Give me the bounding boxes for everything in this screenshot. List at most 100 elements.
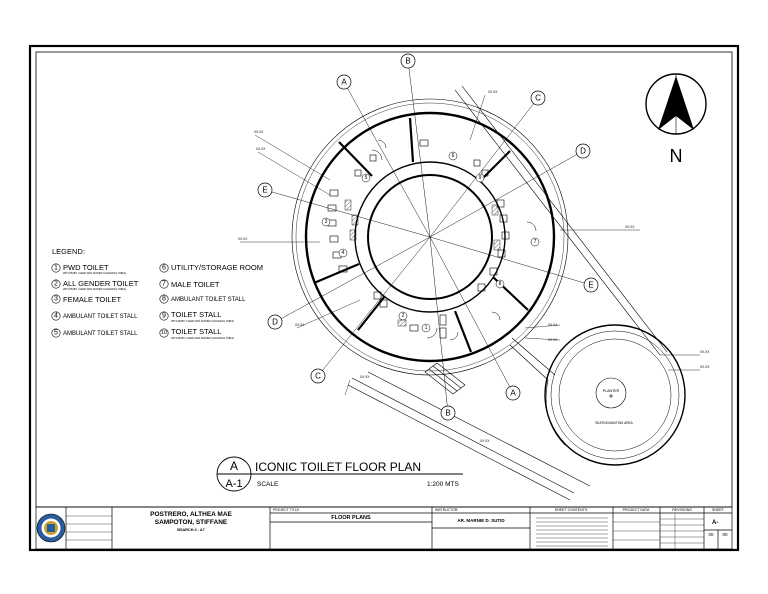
project-title-header: PROJECT TITLE: bbox=[273, 508, 300, 512]
legend-item-10: TOILET STALL bbox=[171, 327, 221, 336]
sheet-header: SHEET bbox=[712, 508, 725, 512]
project-data-header: PROJECT DATA bbox=[623, 508, 650, 512]
svg-text:XX.XX: XX.XX bbox=[700, 350, 710, 354]
legend-item-3: FEMALE TOILET bbox=[63, 295, 121, 304]
sheet-count-a: 00 bbox=[708, 532, 714, 537]
sheet-number: A- bbox=[712, 520, 718, 526]
partition-walls bbox=[313, 117, 529, 353]
instructor-header: INSTRUCTOR: bbox=[435, 508, 458, 512]
svg-text:4: 4 bbox=[54, 313, 58, 320]
svg-text:6: 6 bbox=[162, 265, 166, 272]
hatched-fixtures bbox=[344, 199, 501, 327]
legend-item-9: TOILET STALL bbox=[171, 310, 221, 319]
grid-label-a-bottom: A bbox=[510, 389, 516, 398]
grid-bubble-b-top bbox=[400, 53, 416, 69]
site-circle-outer bbox=[291, 98, 569, 376]
legend: LEGEND: 1 PWD TOILET WITH BABY CHAIR AND… bbox=[51, 247, 263, 340]
grid-label-b-bottom: B bbox=[445, 409, 450, 418]
grid-label-c-bottom: C bbox=[315, 372, 321, 381]
svg-text:XX.XX: XX.XX bbox=[700, 365, 710, 369]
site-circle-inner bbox=[295, 102, 565, 372]
sheet-count-b: 00 bbox=[722, 532, 728, 537]
dimension-texts: XX.XX XX.XX XX.XX XX.XX XX.XX XX.XX XX.X… bbox=[238, 90, 710, 443]
courtyard bbox=[367, 174, 493, 300]
svg-text:XX.XX: XX.XX bbox=[548, 323, 558, 327]
svg-text:2: 2 bbox=[402, 313, 405, 319]
students-line-2: SAMPOTON, STIFFANE bbox=[155, 519, 228, 526]
svg-text:5: 5 bbox=[54, 330, 58, 337]
svg-text:2: 2 bbox=[54, 281, 58, 288]
drawing-title-letter: A bbox=[230, 459, 238, 473]
grid-bubble-c-top bbox=[530, 90, 546, 106]
legend-item-6: UTILITY/STORAGE ROOM bbox=[171, 263, 263, 272]
instructor-name: AR. MARNIE D. SUTID bbox=[457, 518, 505, 523]
svg-text:1: 1 bbox=[54, 265, 58, 272]
drawing-title-ref: A-1 bbox=[225, 478, 242, 490]
legend-item-8: AMBULANT TOILET STALL bbox=[171, 297, 246, 303]
grid-label-e-left: E bbox=[262, 186, 267, 195]
svg-text:7: 7 bbox=[162, 281, 166, 288]
drawing-title: ICONIC TOILET FLOOR PLAN bbox=[255, 460, 421, 474]
svg-text:XX.XX: XX.XX bbox=[548, 338, 558, 342]
planter-label: PLANTER bbox=[603, 389, 620, 393]
svg-text:7: 7 bbox=[534, 239, 537, 245]
svg-text:WITH BABY CHAIR AND DIAPER CHA: WITH BABY CHAIR AND DIAPER CHANGING TABL… bbox=[63, 271, 126, 275]
svg-text:WITH BABY CHAIR AND DIAPER CHA: WITH BABY CHAIR AND DIAPER CHANGING TABL… bbox=[171, 336, 234, 340]
seating-area bbox=[544, 324, 686, 466]
svg-text:WITH BABY CHAIR AND DIAPER CHA: WITH BABY CHAIR AND DIAPER CHANGING TABL… bbox=[63, 287, 126, 291]
outer-border bbox=[28, 44, 740, 552]
room-tag-labels: 1 2 3 4 5 6 7 8 9 bbox=[325, 153, 537, 331]
grid-bubbles bbox=[257, 53, 599, 421]
title-block-rule-lines bbox=[66, 513, 704, 549]
svg-text:3: 3 bbox=[54, 296, 58, 303]
grid-bubble-e-left bbox=[257, 182, 273, 198]
north-label: N bbox=[670, 146, 683, 166]
grid-bubble-a-top bbox=[336, 74, 352, 90]
legend-item-7: MALE TOILET bbox=[171, 280, 220, 289]
svg-text:5: 5 bbox=[365, 175, 368, 181]
grid-label-e-right: E bbox=[588, 281, 593, 290]
drawing-title-block: A A-1 ICONIC TOILET FLOOR PLAN SCALE 1:2… bbox=[216, 456, 463, 492]
school-logo bbox=[36, 513, 66, 543]
svg-text:6: 6 bbox=[452, 153, 455, 159]
grid-bubble-d-right bbox=[575, 143, 591, 159]
svg-text:9: 9 bbox=[479, 175, 482, 181]
door-swings bbox=[371, 139, 537, 341]
legend-heading: LEGEND: bbox=[52, 247, 85, 256]
svg-text:XX.XX: XX.XX bbox=[480, 439, 490, 443]
svg-text:XX.XX: XX.XX bbox=[254, 130, 264, 134]
grid-lines bbox=[264, 60, 592, 414]
svg-text:XX.XX: XX.XX bbox=[238, 237, 248, 241]
grid-bubble-a-bottom bbox=[505, 385, 521, 401]
svg-text:10: 10 bbox=[161, 330, 167, 336]
svg-text:9: 9 bbox=[162, 313, 166, 320]
ramp bbox=[424, 362, 466, 395]
planter-circle bbox=[595, 377, 627, 409]
svg-text:3: 3 bbox=[325, 219, 328, 225]
grid-label-d-right: D bbox=[580, 147, 586, 156]
north-arrow bbox=[645, 73, 707, 135]
section: BSARCH 4 - A7 bbox=[177, 528, 205, 532]
legend-item-4: AMBULANT TOILET STALL bbox=[63, 314, 138, 320]
scale-value: 1:200 MTS bbox=[427, 481, 459, 488]
grid-bubble-d-left bbox=[267, 314, 283, 330]
room-tags bbox=[321, 151, 540, 333]
grid-label-c-top: C bbox=[535, 94, 541, 103]
legend-item-1: PWD TOILET bbox=[63, 263, 109, 272]
building-outer-wall bbox=[304, 111, 556, 363]
svg-text:1: 1 bbox=[425, 325, 428, 331]
svg-text:XX.XX: XX.XX bbox=[256, 147, 266, 151]
grid-bubble-labels: A B C D E E D C B A bbox=[262, 57, 593, 418]
grid-label-a-top: A bbox=[341, 78, 347, 87]
seating-label: SEATING/WAITING AREA bbox=[595, 421, 633, 425]
legend-item-5: AMBULANT TOILET STALL bbox=[63, 331, 138, 337]
sheet-contents-title: FLOOR PLANS bbox=[331, 515, 371, 521]
revisions-header: REVISIONS bbox=[672, 508, 692, 512]
svg-text:8: 8 bbox=[499, 281, 502, 287]
svg-text:4: 4 bbox=[342, 250, 345, 256]
sheet-contents-header: SHEET CONTENTS bbox=[555, 508, 588, 512]
svg-text:8: 8 bbox=[162, 296, 166, 303]
title-block bbox=[35, 506, 733, 550]
students-line-1: POSTRERO, ALTHEA MAE bbox=[150, 511, 232, 518]
